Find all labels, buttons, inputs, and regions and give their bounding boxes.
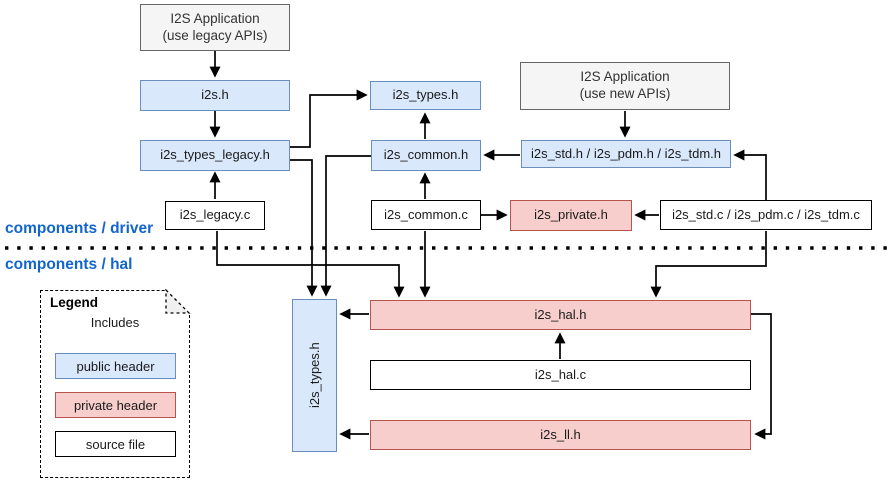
node-i2s-private-h: i2s_private.h xyxy=(510,200,632,231)
edge-i2s-std-c-to-i2s-std-h xyxy=(733,149,767,200)
legend-source-file-swatch: source file xyxy=(55,431,176,457)
legend-folded-corner-icon xyxy=(164,289,191,316)
node-i2s-types-h: i2s_types.h xyxy=(370,81,481,110)
node-i2s-h: i2s.h xyxy=(140,80,290,111)
node-i2s-ll-h: i2s_ll.h xyxy=(370,420,751,450)
hal-i2s-types-h-label: i2s_types.h xyxy=(306,342,322,409)
node-hal-i2s-types-h: i2s_types.h xyxy=(292,299,337,452)
node-i2s-types-legacy-h: i2s_types_legacy.h xyxy=(140,140,290,171)
edge-i2s-legacy-c-to-i2s-hal-h xyxy=(216,231,405,298)
edge-i2s-hal-h-to-i2s-ll-h xyxy=(751,313,772,440)
node-i2s-application-new: I2S Application (use new APIs) xyxy=(520,62,730,110)
section-label-components-driver: components / driver xyxy=(5,220,154,237)
section-label-components-hal: components / hal xyxy=(5,256,133,273)
legend-title: Legend xyxy=(50,295,99,310)
node-i2s-application-legacy: I2S Application (use legacy APIs) xyxy=(140,4,290,51)
edge-i2s-types-legacy-h-to-i2s-types-h xyxy=(290,89,368,148)
edge-i2s-common-h-to-hal-i2s-types-h xyxy=(320,155,371,297)
edge-i2s-std-c-to-i2s-hal-h xyxy=(650,231,767,298)
node-i2s-hal-h: i2s_hal.h xyxy=(370,300,751,330)
legend-private-header-swatch: private header xyxy=(55,392,176,418)
node-i2s-std-pdm-tdm-h: i2s_std.h / i2s_pdm.h / i2s_tdm.h xyxy=(521,140,731,168)
legend: Legend Includes public header private he… xyxy=(40,289,191,478)
node-i2s-legacy-c: i2s_legacy.c xyxy=(165,201,265,230)
node-i2s-std-pdm-tdm-c: i2s_std.c / i2s_pdm.c / i2s_tdm.c xyxy=(660,200,872,230)
node-i2s-common-c: i2s_common.c xyxy=(371,200,481,230)
node-i2s-common-h: i2s_common.h xyxy=(371,140,481,171)
legend-public-header-swatch: public header xyxy=(55,353,176,379)
node-i2s-hal-c: i2s_hal.c xyxy=(370,360,751,390)
legend-includes-label: Includes xyxy=(90,315,140,330)
edge-i2s-types-legacy-h-to-hal-i2s-types-h xyxy=(290,159,318,297)
